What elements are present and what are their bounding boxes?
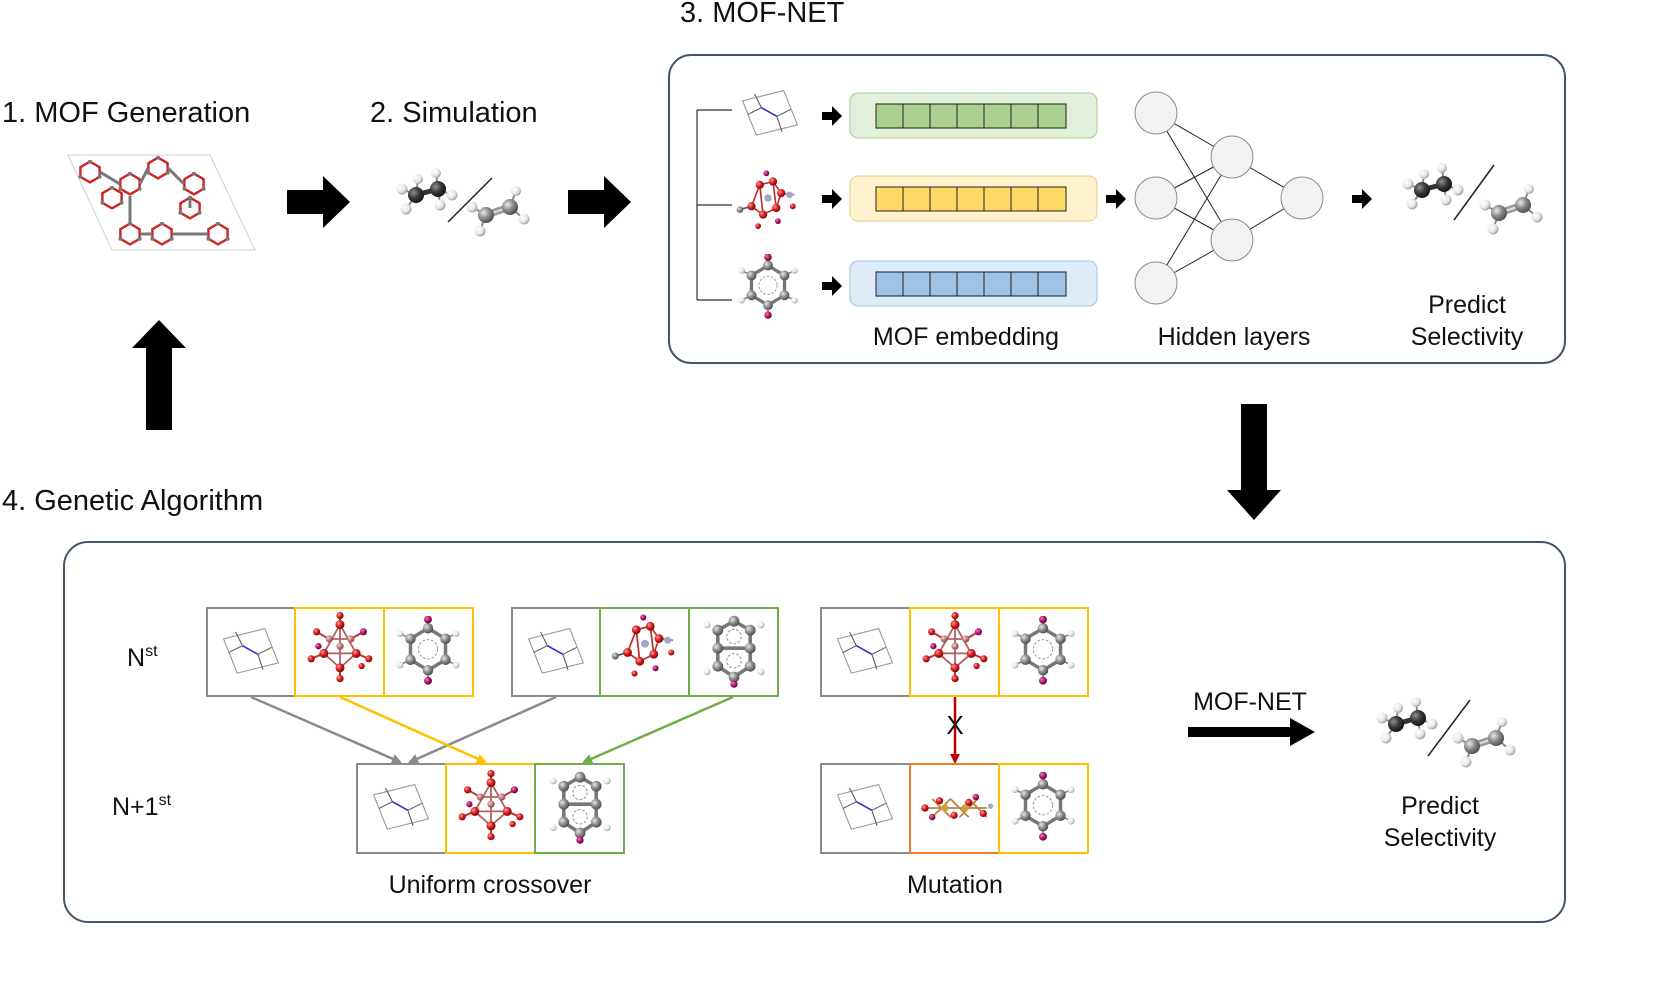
parent-2-genome <box>511 607 779 697</box>
ethane-icon <box>1403 163 1464 210</box>
child-mutation-genome <box>820 763 1089 854</box>
generation-n-label: Nst <box>127 643 158 672</box>
crossover-label: Uniform crossover <box>389 871 592 899</box>
generation-n1-label: N+1st <box>112 792 172 821</box>
arrow-icon <box>132 320 186 430</box>
ethylene-icon <box>1480 184 1543 235</box>
arrow-icon <box>1188 718 1315 746</box>
embedding-label: MOF embedding <box>873 323 1059 351</box>
arrow-icon <box>1227 404 1281 520</box>
step-3-title: 3. MOF-NET <box>680 0 845 29</box>
mofnet-panel: MOF embedding Hidden layers Predict Sele… <box>668 54 1566 364</box>
arrow-icon <box>568 176 631 228</box>
child-crossover-genome <box>356 763 625 854</box>
embedding-bar-green <box>849 92 1098 139</box>
selectivity-label: Selectivity <box>1384 824 1497 852</box>
mutation-parent-genome <box>820 607 1089 697</box>
hidden-layers-network <box>1134 91 1324 305</box>
predict-label: Predict <box>1401 792 1479 820</box>
linker-icon <box>736 254 800 320</box>
genetic-panel: Nst N+1st <box>63 541 1566 923</box>
mofnet-arrow-label: MOF-NET <box>1193 688 1307 716</box>
parent-1-genome <box>206 607 474 697</box>
embedding-bar-blue <box>849 260 1098 307</box>
metal-node-icon <box>735 170 797 230</box>
selectivity-label: Selectivity <box>1411 323 1524 351</box>
mutation-mark: X <box>946 710 963 740</box>
ethane-icon <box>1377 697 1438 744</box>
simulation-molecules <box>397 168 530 237</box>
predict-label: Predict <box>1428 291 1506 319</box>
embedding-bar-yellow <box>849 175 1098 222</box>
step-1-title: 1. MOF Generation <box>2 97 250 129</box>
mutation-label: Mutation <box>907 871 1003 899</box>
hidden-layers-label: Hidden layers <box>1158 323 1311 351</box>
step-4-title: 4. Genetic Algorithm <box>2 485 263 517</box>
step-2-title: 2. Simulation <box>370 97 538 129</box>
ethylene-icon <box>1453 717 1516 768</box>
mof-crystal-image <box>67 154 256 251</box>
topology-icon <box>741 89 799 136</box>
arrow-icon <box>287 176 350 228</box>
ethane-icon <box>397 168 458 215</box>
